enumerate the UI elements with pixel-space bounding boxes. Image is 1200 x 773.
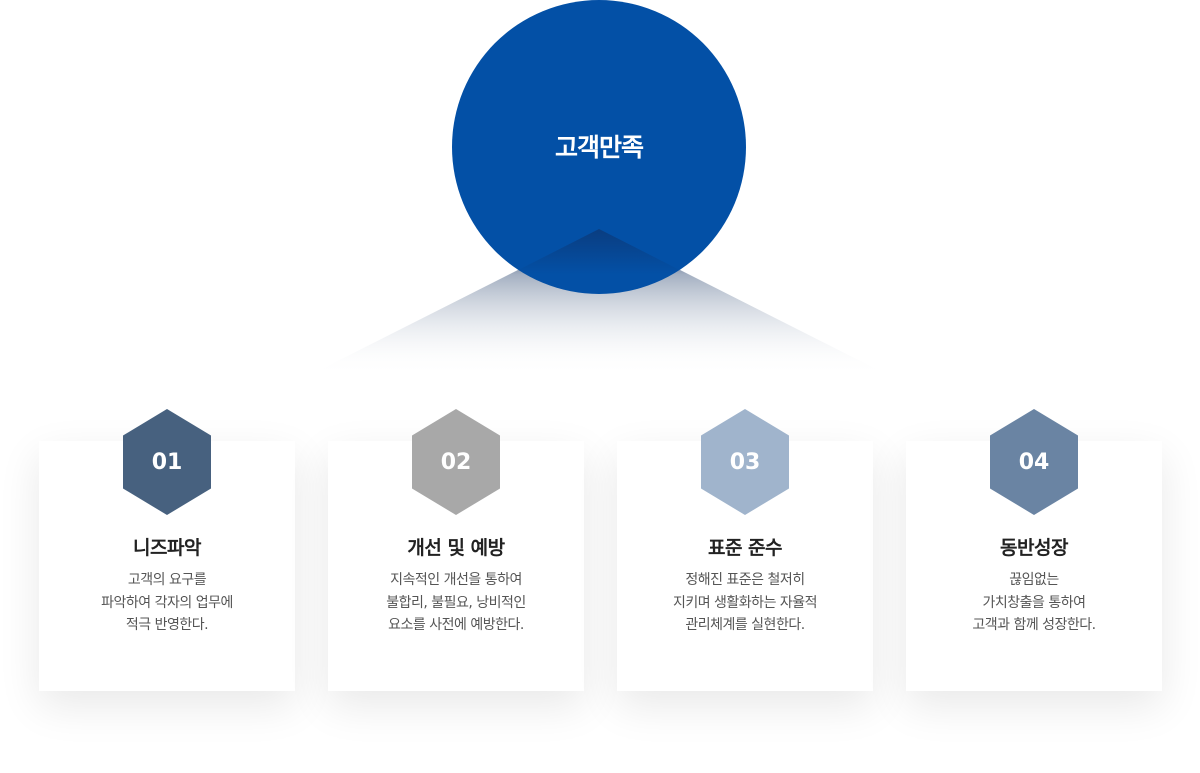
center-label: 고객만족	[554, 132, 644, 162]
description-line: 관리체계를 실현한다.	[685, 617, 805, 633]
description-line: 가치창출을 통하여	[982, 594, 1087, 611]
card-title: 개선 및 예방	[407, 537, 505, 559]
description-line: 끊임없는	[1009, 572, 1059, 588]
center-circle: 고객만족	[452, 0, 746, 294]
card-title: 동반성장	[1000, 537, 1068, 559]
card-title: 표준 준수	[707, 537, 783, 559]
card-title: 니즈파악	[133, 537, 201, 559]
description-line: 정해진 표준은 철저히	[685, 572, 805, 588]
description-line: 지키며 생활화하는 자율적	[672, 594, 818, 611]
description-line: 적극 반영한다.	[125, 617, 209, 633]
description-line: 파악하여 각자의 업무에	[101, 594, 233, 611]
description-line: 지속적인 개선을 통하여	[390, 572, 522, 588]
description-line: 고객과 함께 성장한다.	[972, 617, 1096, 633]
description-line: 불합리, 불필요, 낭비적인	[386, 594, 526, 611]
description-line: 고객의 요구를	[127, 572, 207, 588]
description-line: 요소를 사전에 예방한다.	[388, 617, 524, 633]
hexagon-number-badge: 03	[701, 409, 789, 515]
